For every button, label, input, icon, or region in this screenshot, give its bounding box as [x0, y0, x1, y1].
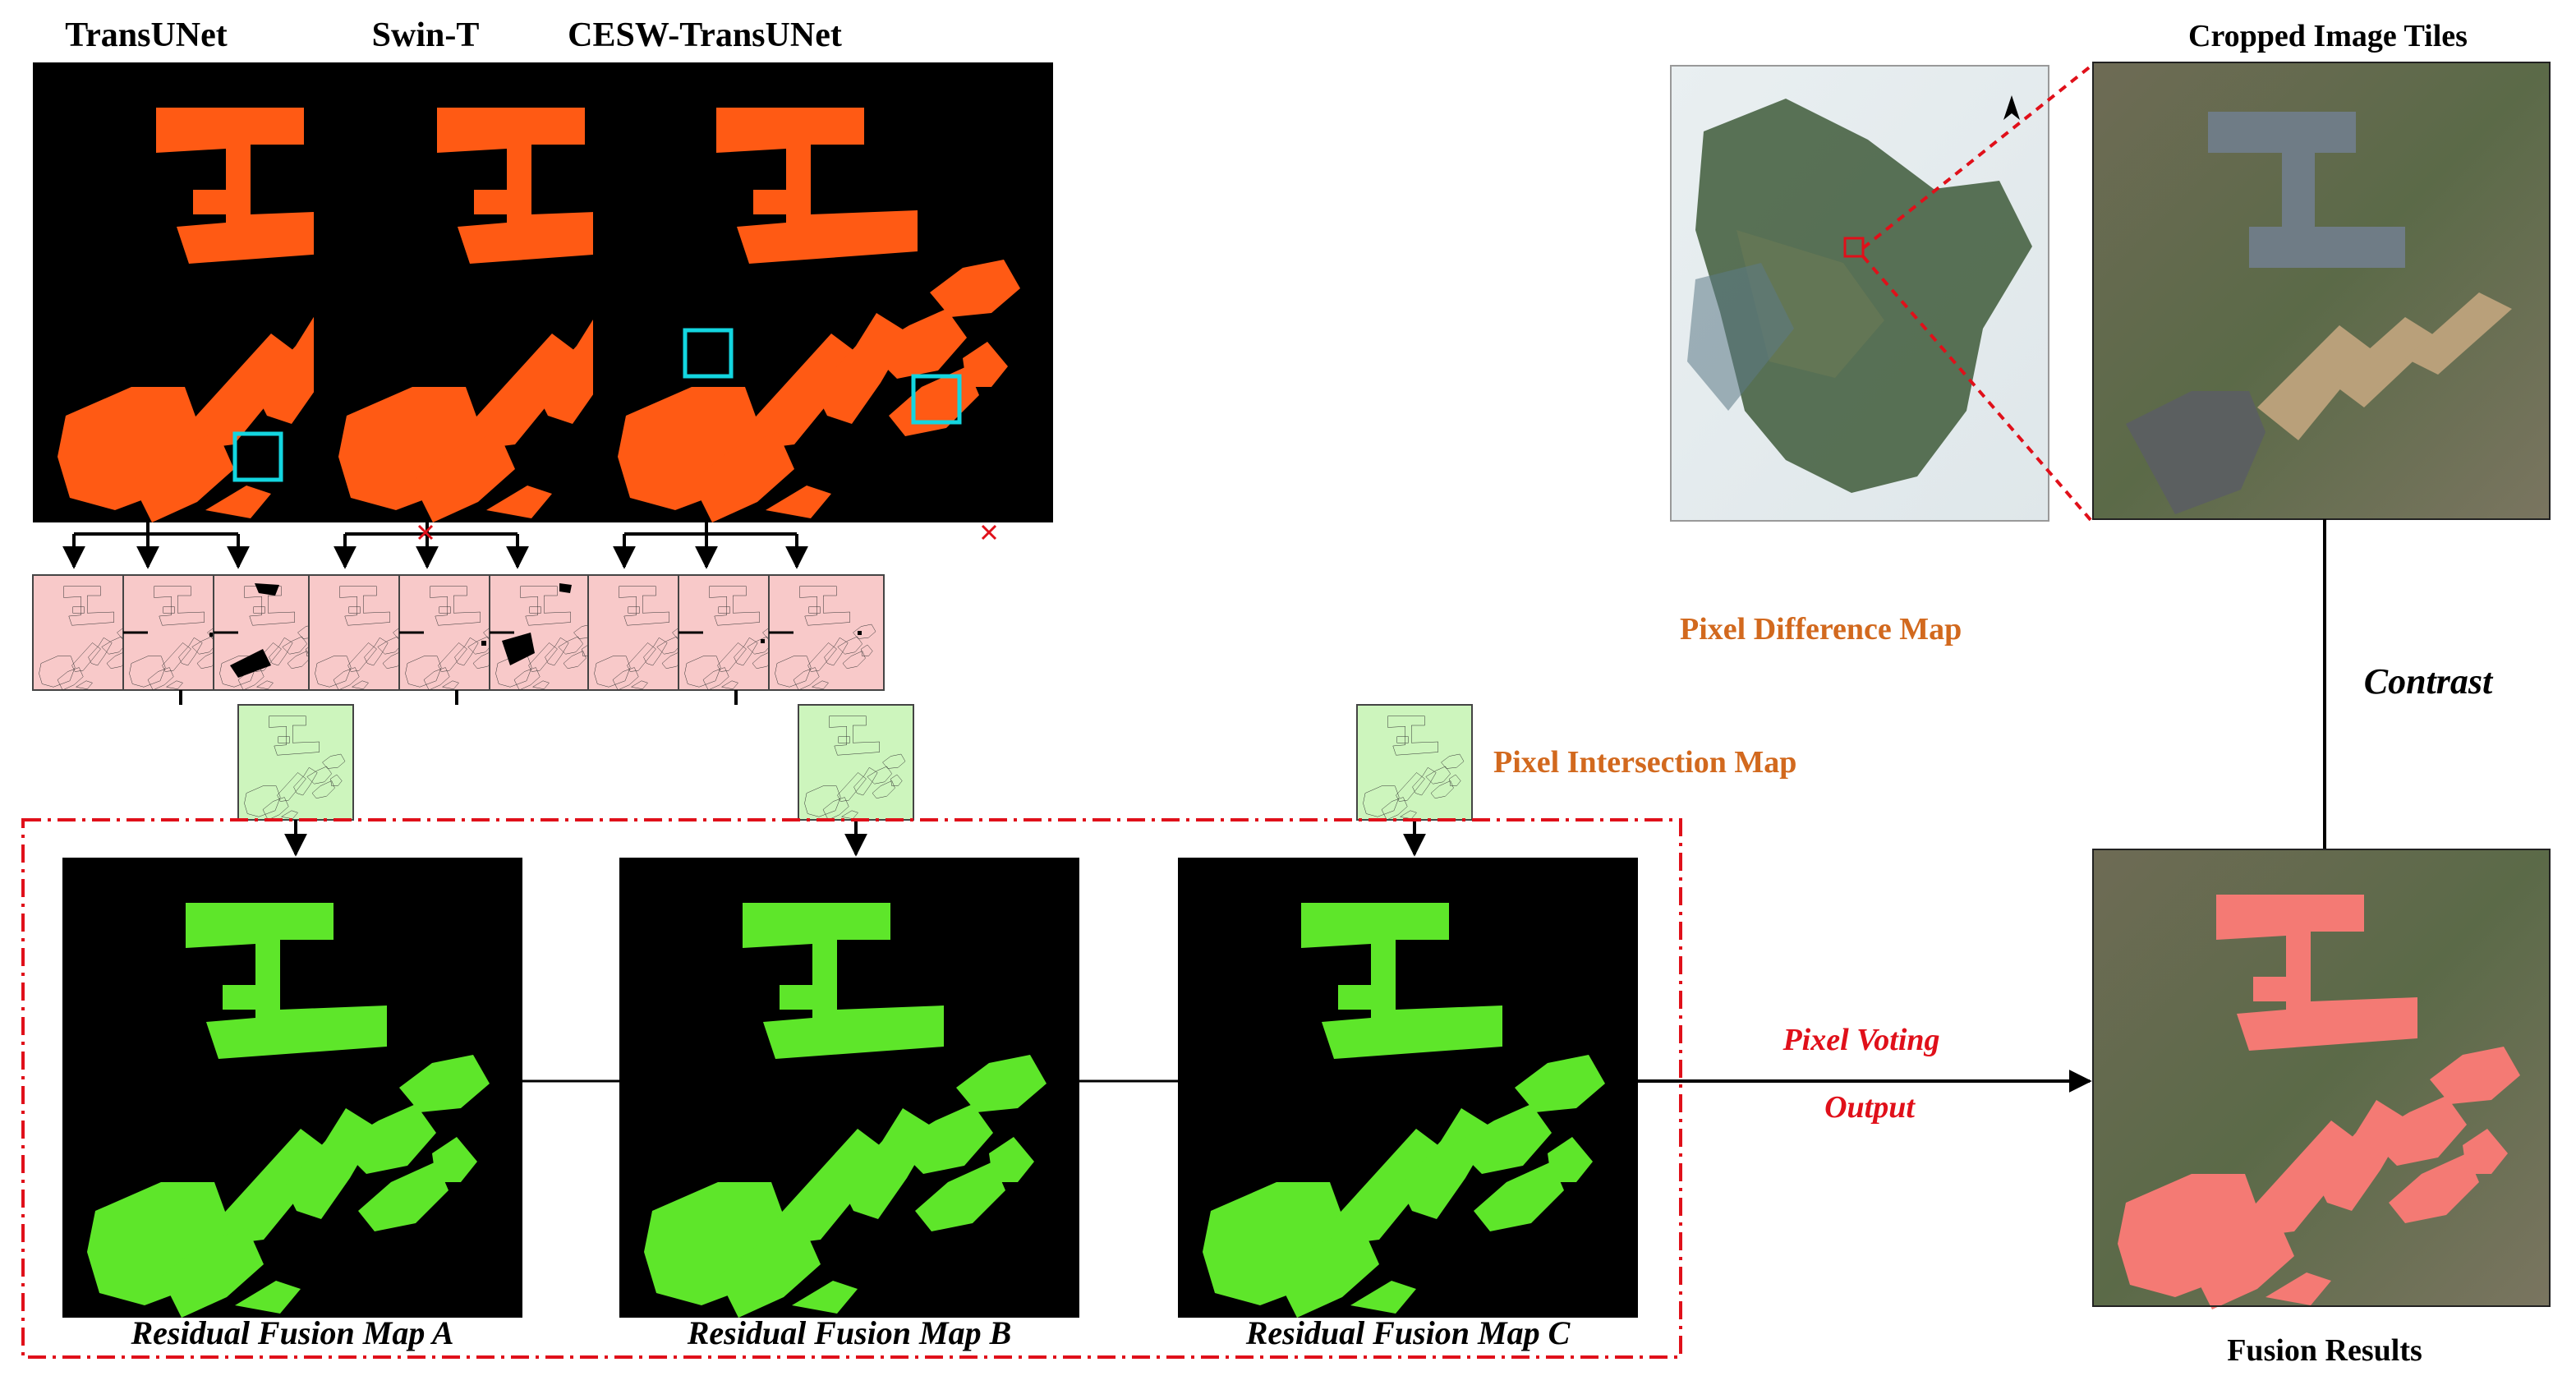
intersection-map: [798, 704, 914, 821]
fusion-map-c: [1178, 858, 1638, 1318]
highlight-box: [232, 431, 283, 482]
intersection-map: [1356, 704, 1473, 821]
label-fusion-map-a: Residual Fusion Map A: [130, 1314, 453, 1351]
label-fusion-results: Fusion Results: [2227, 1333, 2422, 1368]
label-cropped-image-tiles: Cropped Image Tiles: [2188, 19, 2468, 53]
label-contrast: Contrast: [2364, 661, 2494, 702]
fusion-group-frame: [21, 818, 1682, 1359]
label-pixel-voting: Pixel Voting: [1782, 1023, 1939, 1057]
zoom-lines: [1861, 64, 2093, 522]
intersection-to-fusion-arrows: [284, 820, 1426, 857]
title-cesw-transunet: CESW-TransUNet: [568, 16, 842, 54]
fusion-map-b: [619, 858, 1079, 1318]
fusion-result-tile: [2092, 849, 2551, 1309]
label-fusion-map-b: Residual Fusion Map B: [687, 1314, 1012, 1351]
fusion-map-a: [62, 858, 522, 1318]
branch-connectors: [62, 522, 808, 569]
intersection-connectors: [179, 690, 738, 705]
difference-maps: [32, 574, 885, 691]
north-arrow-icon: [2003, 95, 2020, 120]
study-area-map: [1670, 65, 2049, 522]
highlight-box: [683, 328, 734, 379]
label-pixel-difference-map: Pixel Difference Map: [1680, 612, 1962, 647]
cropped-image-tile: [2092, 62, 2551, 520]
title-swin-t: Swin-T: [372, 16, 480, 54]
title-transunet: TransUNet: [65, 16, 228, 54]
prediction-tile-cesw-transunet: [593, 62, 1053, 522]
highlight-box: [911, 374, 962, 425]
intersection-map: [237, 704, 354, 821]
label-fusion-map-c: Residual Fusion Map C: [1245, 1314, 1571, 1351]
label-pixel-intersection-map: Pixel Intersection Map: [1493, 745, 1796, 780]
red-cross-marks: [417, 524, 997, 541]
label-output: Output: [1824, 1090, 1916, 1125]
